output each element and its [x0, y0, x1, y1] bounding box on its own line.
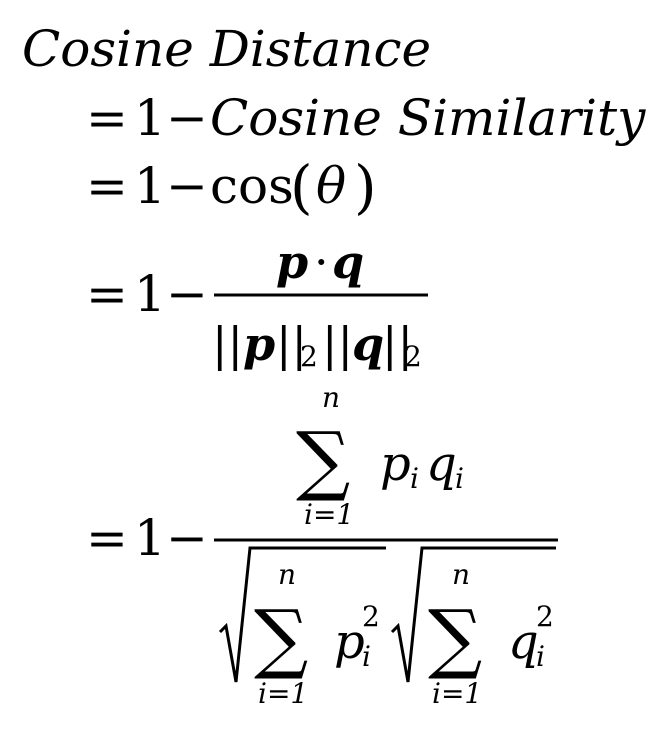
norm-bars: ||	[382, 317, 413, 371]
subscript-i: i	[536, 640, 545, 673]
vector-p: p	[243, 317, 275, 371]
subscript-i: i	[362, 640, 371, 673]
p-term: p	[380, 436, 411, 492]
theta: θ	[316, 157, 346, 215]
line-cos-theta: = 1 − cos ( θ )	[86, 153, 377, 221]
sum-lower-limit: i=1	[432, 677, 482, 710]
sqrt-sum-q-squared: n ∑ i=1 q 2 i	[390, 546, 556, 710]
one: 1	[134, 157, 166, 215]
sum-upper-limit: n	[452, 558, 470, 591]
one: 1	[134, 89, 166, 147]
formula-lhs: Cosine Distance	[22, 20, 431, 78]
dot-operator: ·	[314, 235, 329, 289]
superscript-2: 2	[536, 600, 554, 633]
norm-bars: ||	[212, 317, 243, 371]
sigma-symbol: ∑	[428, 593, 482, 682]
subscript-2: 2	[300, 340, 318, 373]
line-summation-form: = 1 − n ∑ i=1 p i q i n ∑ i=1 p 2 i n ∑ …	[86, 381, 558, 710]
norm-bars: ||	[276, 317, 307, 371]
cos-function: cos	[210, 157, 294, 215]
minus-sign: −	[166, 89, 208, 147]
equals-sign: =	[86, 157, 128, 215]
minus-sign: −	[166, 265, 208, 323]
one: 1	[134, 265, 166, 323]
line-cosine-similarity: = 1 − Cosine Similarity	[86, 89, 646, 147]
equals-sign: =	[86, 89, 128, 147]
radical-sign	[390, 546, 556, 683]
subscript-i: i	[410, 462, 419, 495]
sum-lower-limit: i=1	[304, 498, 354, 531]
right-paren: )	[354, 153, 377, 221]
minus-sign: −	[166, 509, 208, 567]
sigma-symbol: ∑	[296, 415, 350, 504]
one: 1	[134, 509, 166, 567]
sqrt-sum-p-squared: n ∑ i=1 p 2 i	[218, 546, 386, 710]
sigma-symbol: ∑	[254, 593, 308, 682]
p-term: p	[334, 614, 365, 670]
sum-lower-limit: i=1	[258, 677, 308, 710]
minus-sign: −	[166, 157, 208, 215]
equals-sign: =	[86, 509, 128, 567]
equals-sign: =	[86, 265, 128, 323]
norm-bars: ||	[322, 317, 353, 371]
line-dot-over-norms: = 1 − p · q || p || 2 || q || 2	[86, 235, 428, 373]
q-term: q	[508, 614, 539, 670]
left-paren: (	[290, 153, 313, 221]
radical-sign	[218, 546, 386, 683]
q-term: q	[426, 436, 457, 492]
sum-upper-limit: n	[322, 381, 340, 414]
vector-q: q	[332, 235, 364, 289]
sum-upper-limit: n	[278, 558, 296, 591]
vector-q: q	[352, 317, 384, 371]
vector-p: p	[276, 235, 308, 289]
subscript-2: 2	[404, 340, 422, 373]
cosine-similarity-term: Cosine Similarity	[210, 89, 646, 147]
superscript-2: 2	[362, 600, 380, 633]
subscript-i: i	[455, 462, 464, 495]
